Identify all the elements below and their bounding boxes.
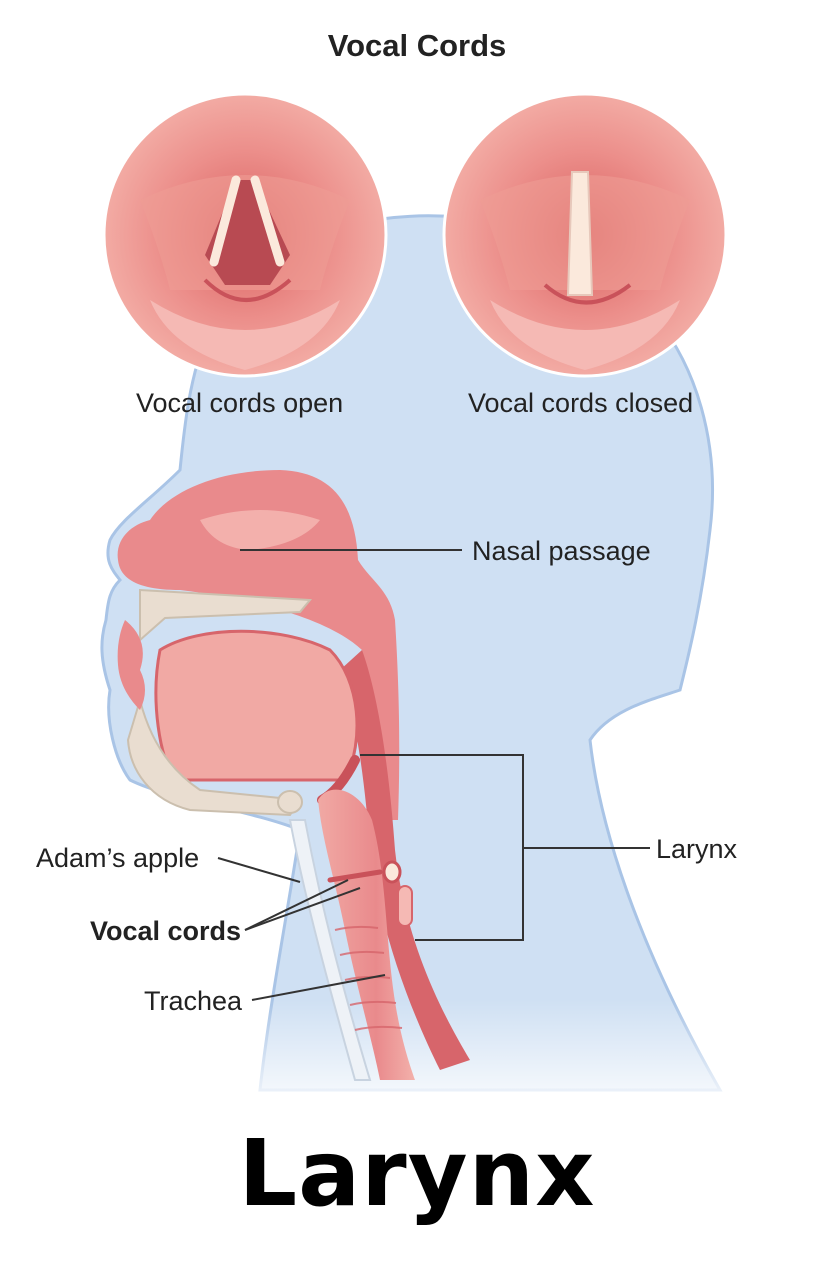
bottom-fade <box>0 1000 834 1120</box>
leader-trachea <box>251 974 386 1001</box>
leader-adams-apple <box>217 857 301 883</box>
vocal-cord-dot <box>382 860 402 884</box>
footer-title: Larynx <box>238 1120 596 1227</box>
label-nasal-passage: Nasal passage <box>472 536 651 566</box>
diagram-title: Vocal Cords <box>327 28 507 63</box>
label-larynx: Larynx <box>656 834 738 864</box>
tongue <box>154 629 359 782</box>
mandible <box>126 696 302 817</box>
tracheal-rings <box>334 925 403 1031</box>
label-trachea: Trachea <box>144 986 243 1016</box>
inset-vocal-cords-open <box>102 92 388 378</box>
leader-vocal-cords-1 <box>244 879 349 931</box>
larynx-body <box>318 789 415 1080</box>
hard-palate <box>139 588 313 643</box>
lips <box>117 620 145 710</box>
label-vocal-cords-open: Vocal cords open <box>136 388 344 418</box>
label-adams-apple: Adam’s apple <box>36 843 200 873</box>
label-vocal-cords-closed: Vocal cords closed <box>468 388 694 418</box>
thyroid-cartilage <box>288 819 372 1081</box>
esophagus-opening <box>397 885 413 927</box>
label-vocal-cords: Vocal cords <box>90 916 242 946</box>
larynx-bracket <box>360 754 650 941</box>
inset-vocal-cords-closed <box>442 92 728 378</box>
hyoid-bone <box>277 790 303 814</box>
head-silhouette <box>100 214 723 1092</box>
nasal-cavity <box>117 470 400 820</box>
vocal-cord-mark <box>327 869 383 883</box>
leader-vocal-cords-2 <box>244 887 361 931</box>
